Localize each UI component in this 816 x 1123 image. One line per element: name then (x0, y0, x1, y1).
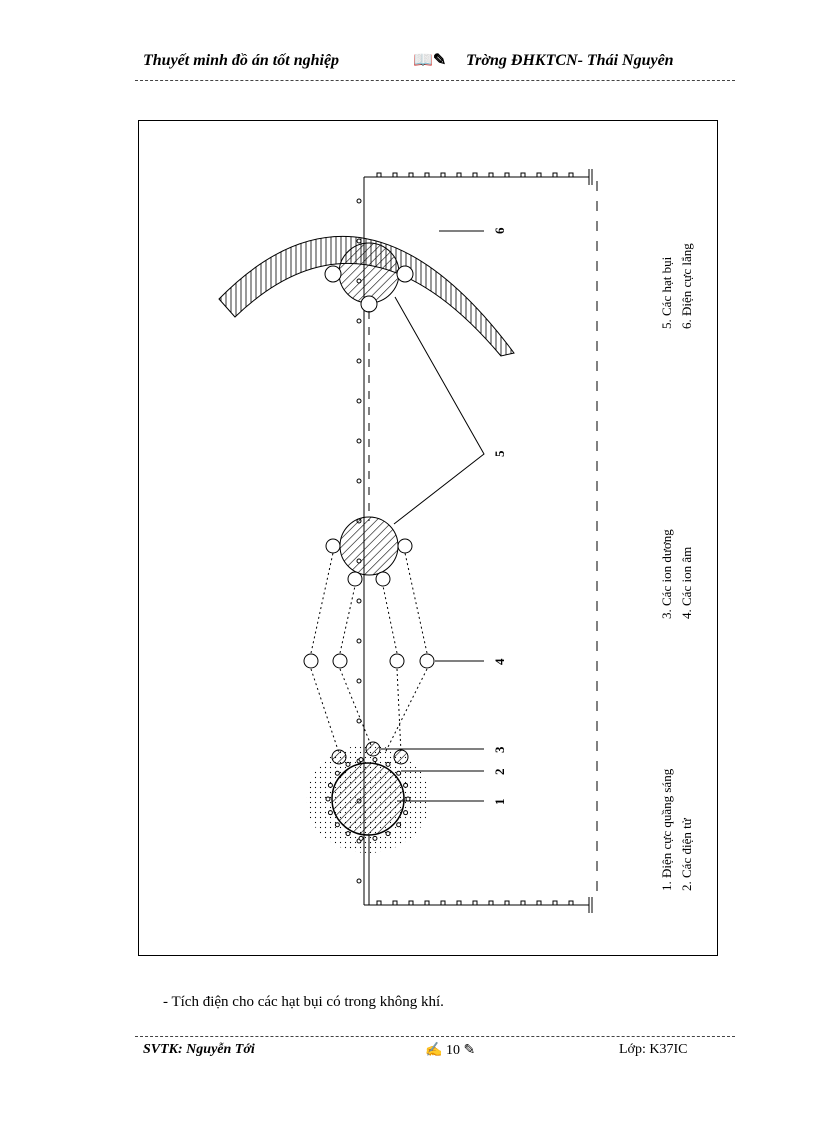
ion-small-circle (325, 538, 341, 554)
dust-particle-middle (339, 516, 399, 576)
ion-small-circle (347, 571, 363, 587)
electron (358, 835, 364, 841)
corona-electrode (331, 762, 405, 836)
callout-label: 6 (492, 227, 507, 234)
ion-small-circle (360, 295, 378, 313)
callout-line-5 (393, 296, 485, 525)
callout-label: 5 (492, 450, 507, 457)
electron (372, 835, 378, 841)
book-pen-icon: 📖✎ (413, 52, 447, 69)
electron (358, 757, 364, 763)
electron (403, 810, 409, 816)
frame-marker (392, 900, 398, 906)
frame-marker (356, 478, 362, 484)
frame-marker (520, 900, 526, 906)
ion-small-circle (324, 265, 342, 283)
frame-marker (424, 172, 430, 178)
legend-item-4: 4. Các ion âm (679, 547, 694, 619)
frame-marker (536, 900, 542, 906)
frame-marker (356, 638, 362, 644)
frame-marker (376, 900, 382, 906)
electron (396, 822, 402, 828)
frame-marker (356, 358, 362, 364)
ion-small-circle (396, 265, 414, 283)
legend-item-1: 1. Điện cực quầng sáng (659, 768, 674, 891)
electron (327, 782, 333, 788)
frame-marker (456, 900, 462, 906)
legend-item-3: 3. Các ion dương (659, 529, 674, 619)
frame-marker (408, 900, 414, 906)
electron (372, 757, 378, 763)
electron (403, 782, 409, 788)
electron (385, 831, 391, 837)
callout-label: 4 (492, 658, 507, 665)
caption-text: - Tích điện cho các hạt bụi có trong khô… (163, 994, 444, 1010)
frame-marker (356, 398, 362, 404)
electron (396, 770, 402, 776)
footer-divider (135, 1036, 735, 1037)
callout-label: 2 (492, 769, 507, 776)
ion-trajectories (310, 552, 428, 754)
frame-marker (472, 900, 478, 906)
ion-small-circle (375, 571, 391, 587)
header-school: Trờng ĐHKTCN- Thái Nguyên (466, 52, 674, 69)
frame-marker (424, 900, 430, 906)
page-number: 10 (445, 1043, 460, 1058)
electron (334, 770, 340, 776)
frame-marker (356, 598, 362, 604)
ion-small-circle (397, 538, 413, 554)
frame-marker (568, 172, 574, 178)
frame-marker (392, 172, 398, 178)
frame-marker (504, 172, 510, 178)
page-header: Thuyết minh đồ án tốt nghiệp 📖✎ Trờng ĐH… (135, 48, 735, 78)
frame-marker (488, 900, 494, 906)
frame-marker (552, 900, 558, 906)
figure-diagram: 1 2 3 4 5 6 1. Điện cực quầng sáng 2. Cá… (138, 120, 718, 956)
frame-marker (440, 900, 446, 906)
frame-marker (356, 878, 362, 884)
frame-marker (552, 172, 558, 178)
positive-ion (331, 749, 347, 765)
frame-marker (356, 678, 362, 684)
frame-marker (472, 172, 478, 178)
electron (334, 822, 340, 828)
footer-author: SVTK: Nguyễn Tới (143, 1042, 255, 1057)
frame-marker (520, 172, 526, 178)
frame-marker (376, 172, 382, 178)
legend-item-6: 6. Điện cực lắng (679, 243, 694, 329)
electrons (325, 757, 411, 841)
frame-marker (356, 438, 362, 444)
dust-particle-top (338, 242, 400, 304)
frame-marker (536, 172, 542, 178)
positive-ion (393, 749, 409, 765)
curved-electrode (218, 235, 515, 357)
frame-marker (356, 318, 362, 324)
legend-item-5: 5. Các hạt bụi (659, 256, 674, 329)
footer-class: Lớp: K37IC (619, 1042, 688, 1057)
frame-marker (356, 718, 362, 724)
frame-marker (568, 900, 574, 906)
legend-item-2: 2. Các điện tử (679, 817, 694, 891)
electron (327, 810, 333, 816)
frame-marker (440, 172, 446, 178)
frame-marker (356, 198, 362, 204)
electron (345, 831, 351, 837)
callout-label: 3 (492, 746, 507, 753)
frame-marker (488, 172, 494, 178)
callout-label: 1 (492, 799, 507, 806)
header-divider (135, 80, 735, 81)
electron (325, 796, 331, 802)
frame-marker (456, 172, 462, 178)
footer-page-number: ✍ 10 ✎ (425, 1043, 476, 1058)
frame-marker (408, 172, 414, 178)
electron (345, 761, 351, 767)
positive-ion (365, 741, 381, 757)
electron (385, 761, 391, 767)
header-title: Thuyết minh đồ án tốt nghiệp (143, 52, 340, 69)
frame-marker (504, 900, 510, 906)
negative-ions (303, 653, 435, 669)
page-footer: SVTK: Nguyễn Tới ✍ 10 ✎ Lớp: K37IC (135, 1042, 735, 1066)
electron (405, 796, 411, 802)
figure-svg: 1 2 3 4 5 6 1. Điện cực quầng sáng 2. Cá… (218, 169, 694, 913)
